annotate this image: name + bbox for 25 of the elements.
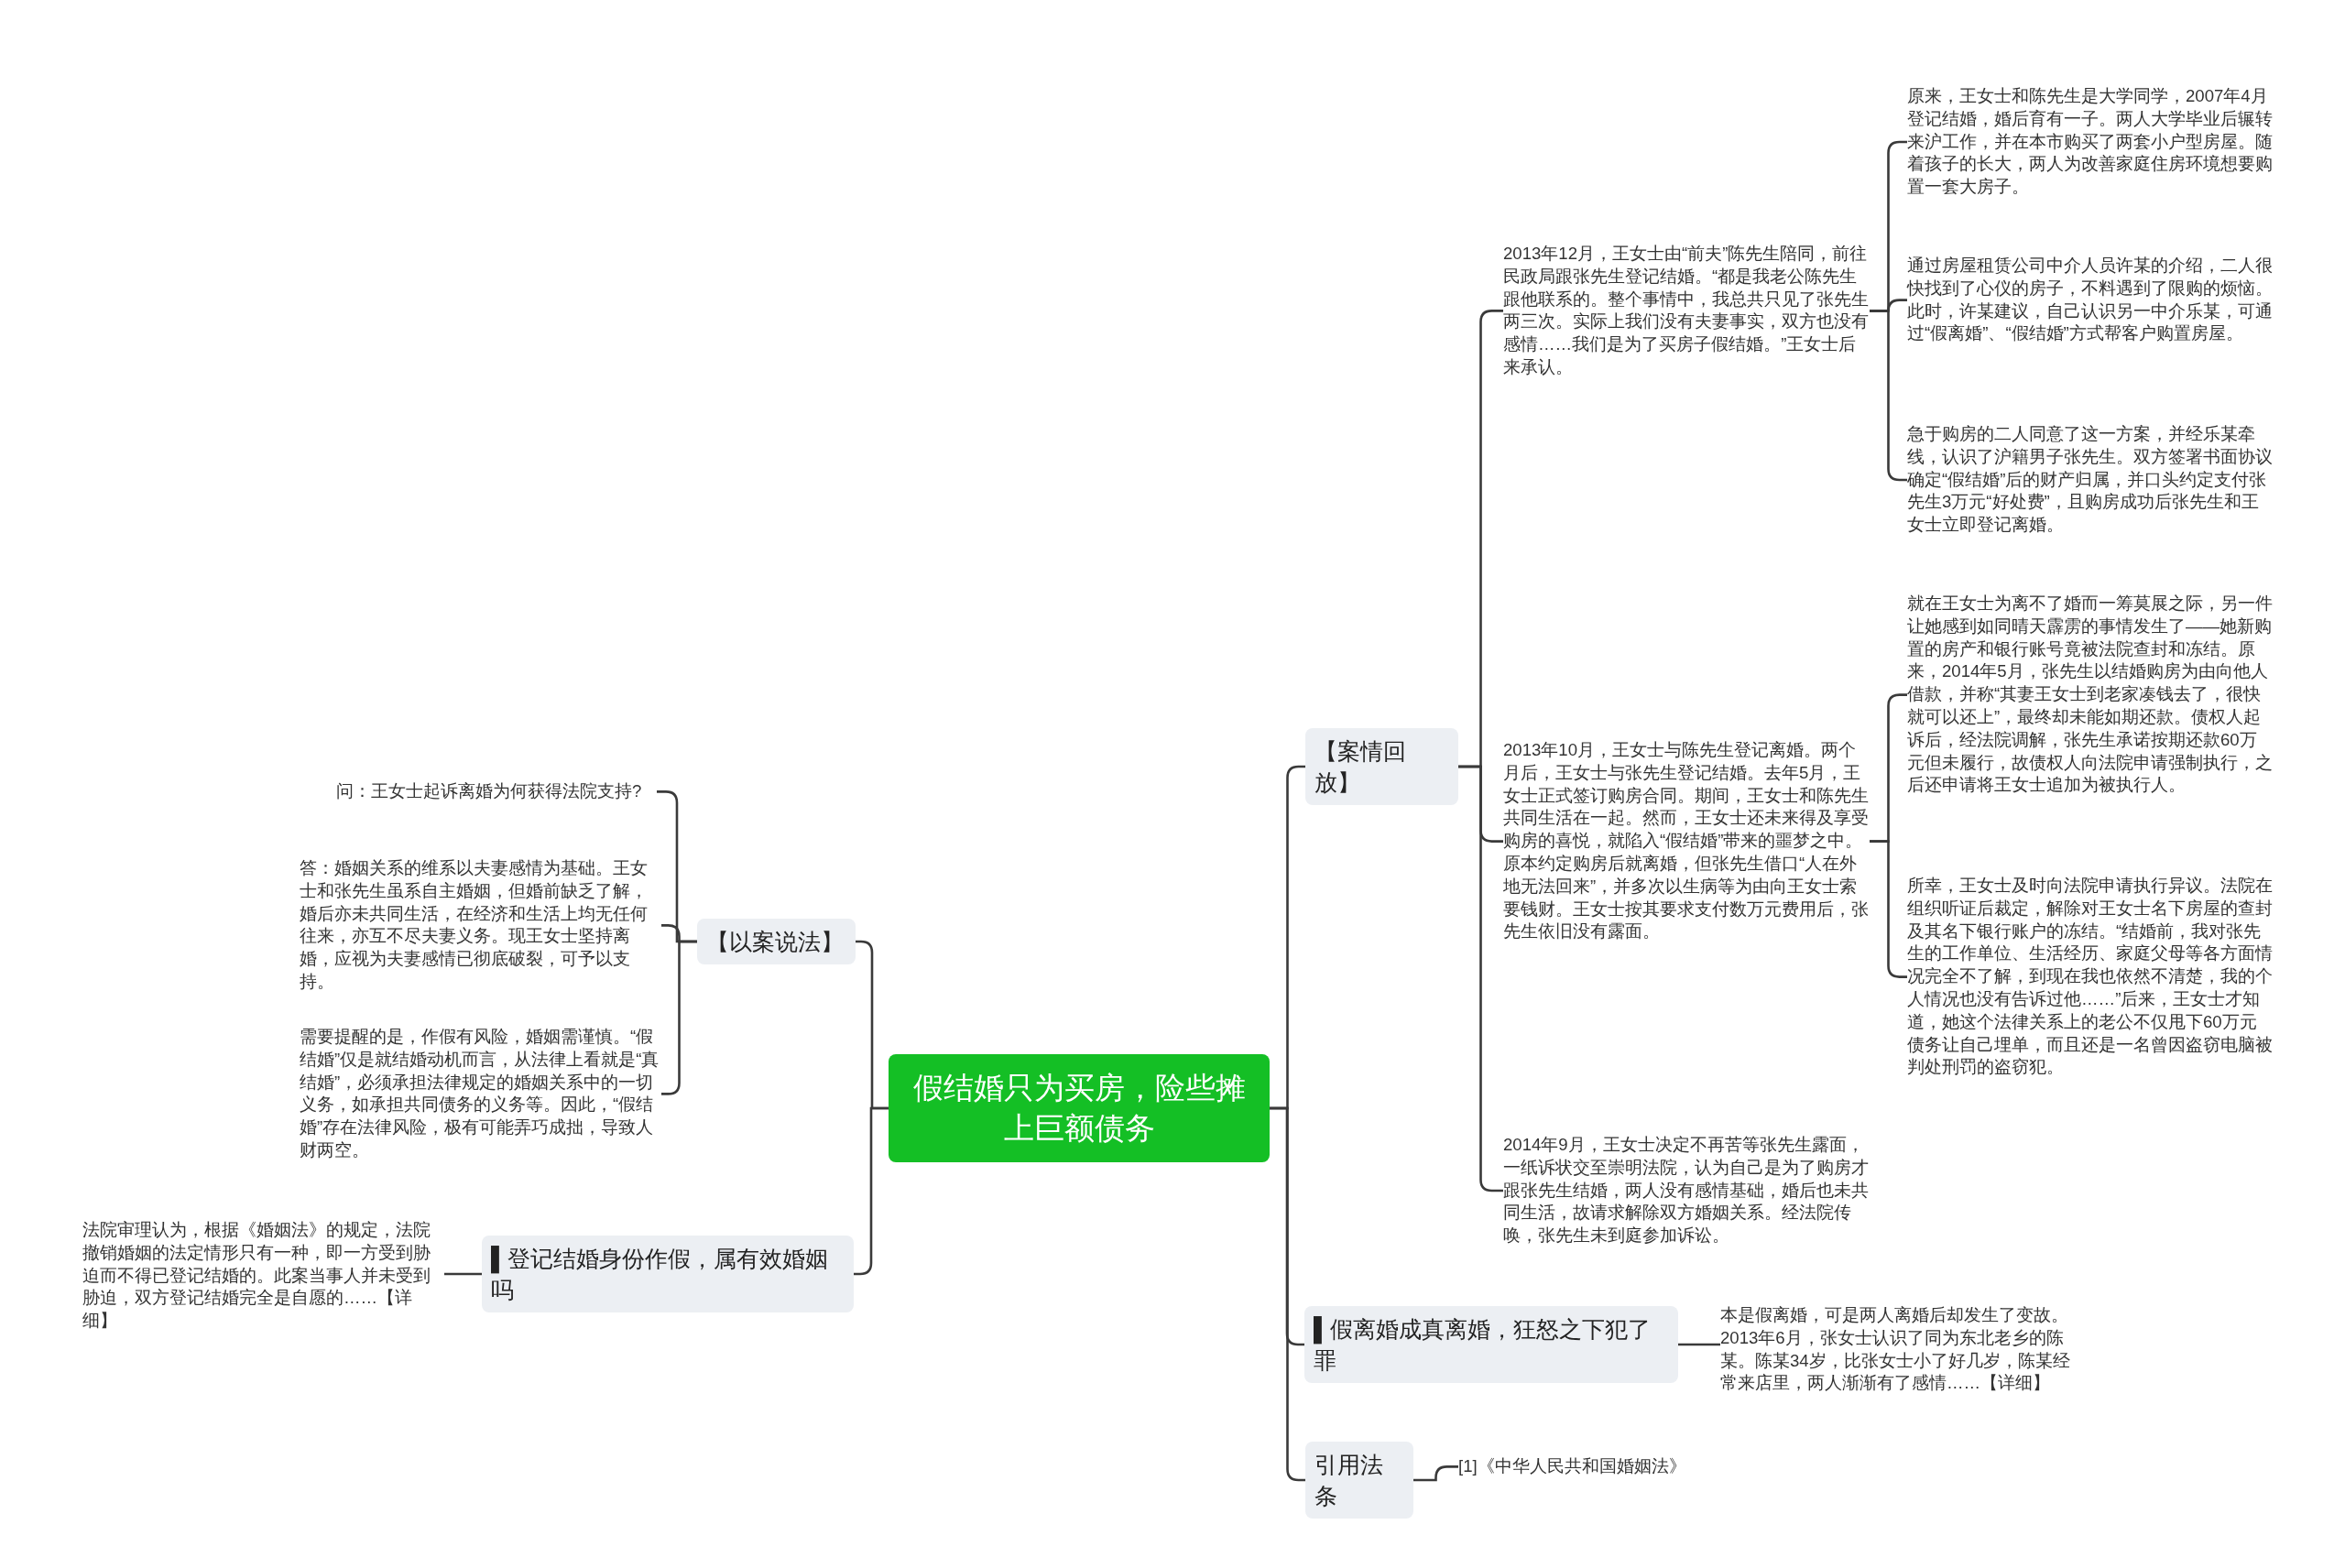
- topic-box: 引用法条: [1305, 1442, 1413, 1519]
- topic-box: ▌假离婚成真离婚，狂怒之下犯了罪: [1304, 1306, 1678, 1383]
- note-text: 本是假离婚，可是两人离婚后却发生了变故。2013年6月，张女士认识了同为东北老乡的陈某。陈某34岁，比张女士小了好几岁，陈某经常来店里，两人渐渐有了感情……【详细】: [1720, 1304, 2087, 1396]
- note-text: 急于购房的二人同意了这一方案，并经乐某牵线，认识了沪籍男子张先生。双方签署书面协议确定“假结婚”后的财产归属，并口头约定支付张先生3万元“好处费”，且购房成功后张先生和王女士立即登记离婚。: [1907, 423, 2274, 537]
- connector-line: [1270, 1106, 1305, 1482]
- note-text: 通过房屋租赁公司中介人员许某的介绍，二人很快找到了心仪的房子，不料遇到了限购的烦恼。此时，许某建议，自己认识另一中介乐某，可通过“假离婚”、“假结婚”方式帮客户购置房屋。: [1907, 255, 2274, 346]
- topic-box: 【案情回放】: [1305, 728, 1458, 805]
- note-text: 所幸，王女士及时向法院申请执行异议。法院在组织听证后裁定，解除对王女士名下房屋的查封及其名下银行账户的冻结。“结婚前，我对张先生的工作单位、生活经历、家庭父母等各方面情况完全不了解，到现在我也依然不清楚，我的个人情况也没有告诉过他……”后来，王女士才知道，她这个法律关系上的老公不仅甩下60万元债务让自己埋单，而且还是一名曾因盗窃电脑被判处刑罚的盗窃犯。: [1907, 875, 2274, 1080]
- connector-line: [444, 1272, 482, 1276]
- connector-line: [1413, 1465, 1458, 1482]
- note-text: 2013年12月，王女士由“前夫”陈先生陪同，前往民政局跟张先生登记结婚。“都是我老公陈先生跟他联系的。整个事情中，我总共只见了张先生两三次。实际上我们没有夫妻事实，双方也没有感情……我们是为了买房子假结婚。”王女士后来承认。: [1503, 243, 1870, 379]
- connector-line: [854, 1106, 889, 1276]
- note-text: 就在王女士为离不了婚而一筹莫展之际，另一件让她感到如同晴天霹雳的事情发生了——她新购置的房产和银行账号竟被法院查封和冻结。原来，2014年5月，张先生以结婚购房为由向他人借款，并称“其妻王女士到老家凑钱去了，很快就可以还上”，最终却未能如期还款。债权人起诉后，经法院调解，张先生承诺按期还款60万元但未履行，故债权人向法院申请强制执行，之后还申请将王女士追加为被执行人。: [1907, 593, 2274, 798]
- note-text: 原来，王女士和陈先生是大学同学，2007年4月登记结婚，婚后育有一子。两人大学毕业后辗转来沪工作，并在本市购买了两套小户型房屋。随着孩子的长大，两人为改善家庭住房环境想要购置一套大房子。: [1907, 85, 2274, 199]
- connector-line: [1678, 1343, 1720, 1346]
- note-text: 问：王女士起诉离婚为何获得法院支持?: [336, 780, 657, 803]
- note-text: 2013年10月，王女士与陈先生登记离婚。两个月后，王女士与张先生登记结婚。去年5月，王女士正式签订购房合同。期间，王女士和陈先生共同生活在一起。然而，王女士还未来得及享受购房的喜悦，就陷入“假结婚”带来的噩梦之中。原本约定购房后就离婚，但张先生借口“人在外地无法回来”，并多次以生病等为由向王女士索要钱财。王女士按其要求支付数万元费用后，张先生依旧没有露面。: [1503, 739, 1870, 944]
- note-text: 需要提醒的是，作假有风险，婚姻需谨慎。“假结婚”仅是就结婚动机而言，从法律上看就是“真结婚”，必须承担法律规定的婚姻关系中的一切义务，如承担共同债务的义务等。因此，“假结婚”存在法律风险，极有可能弄巧成拙，导致人财两空。: [300, 1026, 661, 1162]
- note-text: 2014年9月，王女士决定不再苦等张先生露面，一纸诉状交至崇明法院，认为自己是为了购房才跟张先生结婚，两人没有感情基础，婚后也未共同生活，故请求解除双方婚姻关系。经法院传唤，张先生未到庭参加诉讼。: [1503, 1134, 1870, 1247]
- note-text: [1]《中华人民共和国婚姻法》: [1458, 1455, 1696, 1478]
- note-text: 答：婚姻关系的维系以夫妻感情为基础。王女士和张先生虽系自主婚姻，但婚前缺乏了解，婚后亦未共同生活，在经济和生活上均无任何往来，亦互不尽夫妻义务。现王女士坚持离婚，应视为夫妻感情已彻底破裂，可予以支持。: [300, 857, 661, 994]
- central-topic-box: 假结婚只为买房，险些摊上巨额债务: [889, 1054, 1270, 1162]
- topic-box: ▌登记结婚身份作假，属有效婚姻吗: [482, 1236, 854, 1312]
- note-text: 法院审理认为，根据《婚姻法》的规定，法院撤销婚姻的法定情形只有一种，即一方受到胁迫而不得已登记结婚的。此案当事人并未受到胁迫，双方登记结婚完全是自愿的……【详细】: [82, 1219, 444, 1333]
- topic-box: 【以案说法】: [697, 919, 856, 964]
